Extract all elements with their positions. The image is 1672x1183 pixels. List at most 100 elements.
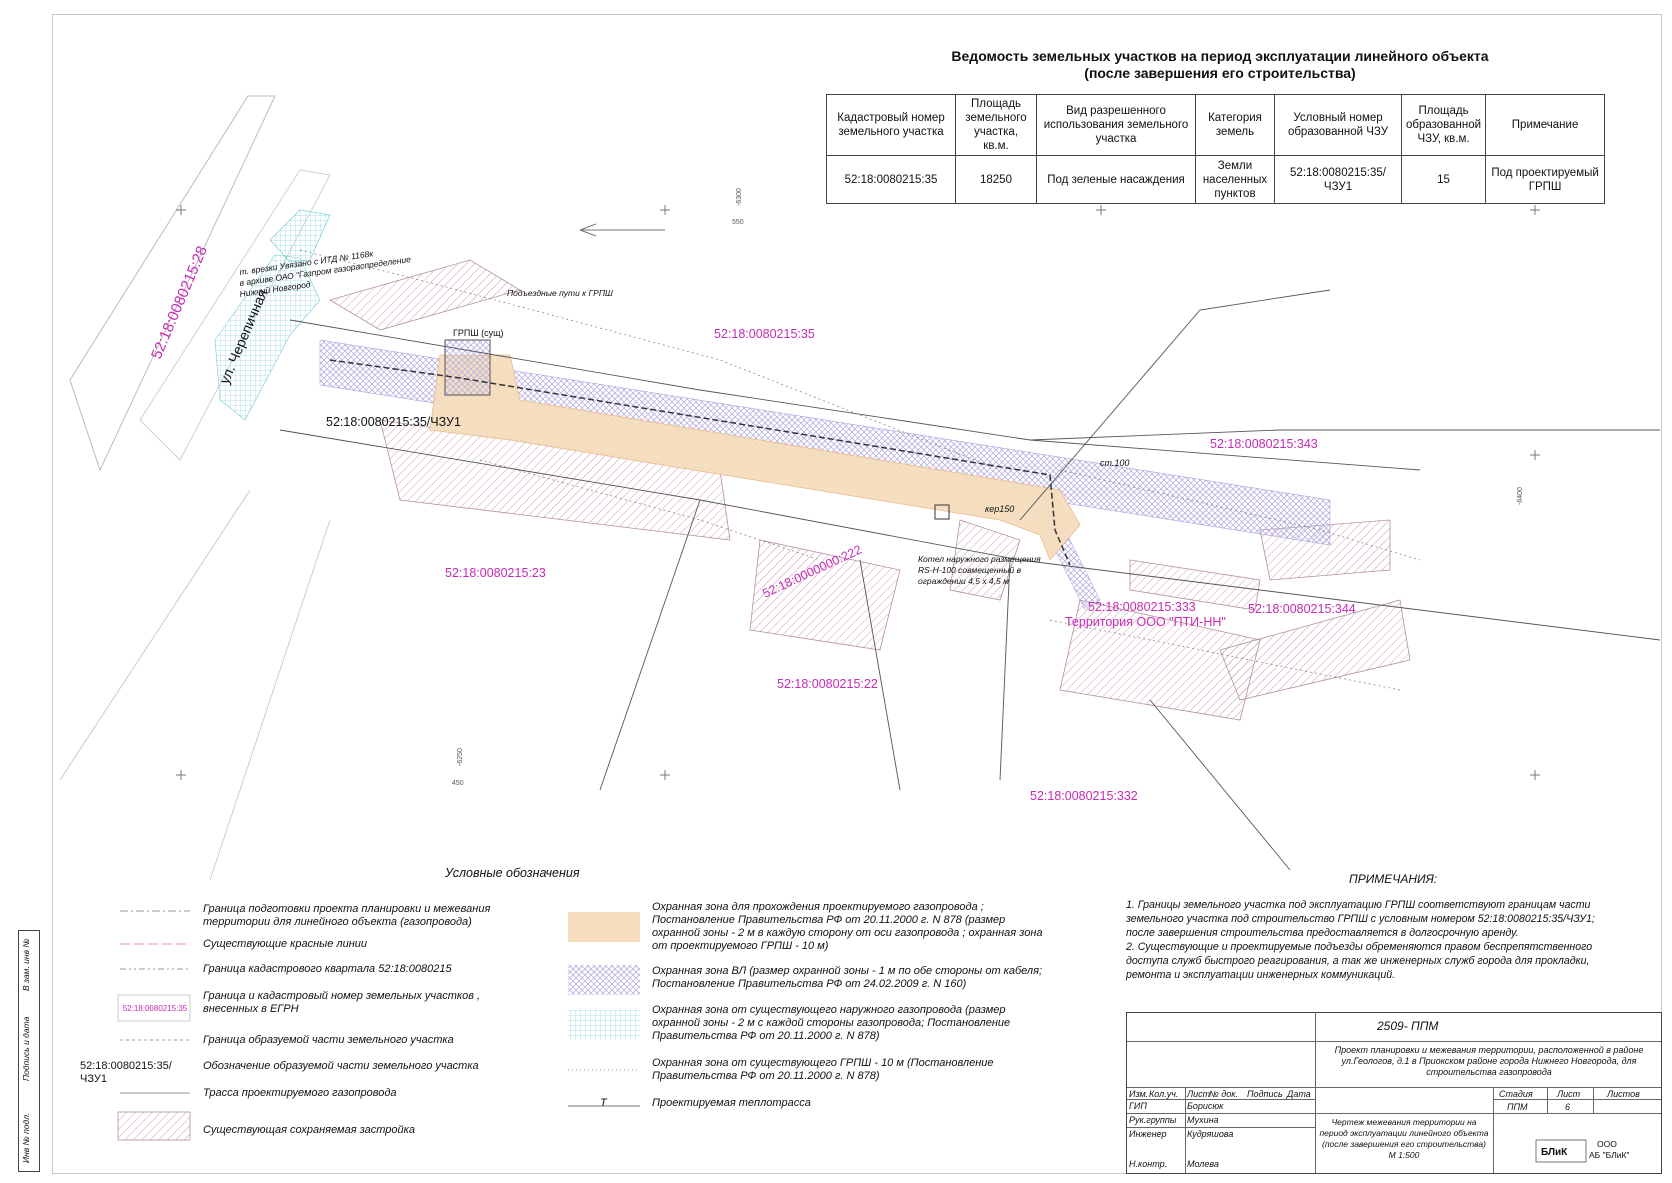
label-parcel-22: 52:18:0080215:22 (777, 677, 878, 691)
boiler-symbol (934, 504, 950, 520)
statement-title: Ведомость земельных участков на период э… (780, 48, 1660, 82)
label-chzu: 52:18:0080215:35/ЧЗУ1 (326, 415, 461, 429)
stamp-h-izm: Изм. (1129, 1089, 1149, 1099)
existing-buildings (329, 259, 1411, 721)
label-kerp: кер150 (985, 504, 1014, 514)
road-corridor (59, 95, 331, 881)
notes-heading: ПРИМЕЧАНИЯ: (1349, 872, 1438, 886)
projected-pipeline-zone (429, 354, 1081, 561)
title-line-2: (после завершения его строительства) (1084, 65, 1356, 81)
legend-item: Граница подготовки проекта планировки и … (203, 903, 491, 928)
label-parcel-23: 52:18:0080215:23 (445, 566, 546, 580)
existing-gas-zone (214, 209, 331, 421)
table-row: 52:18:0080215:35 18250 Под зеленые насаж… (826, 155, 1606, 204)
stamp-org-1: ООО (1597, 1139, 1617, 1149)
table-cell: 15 (1400, 155, 1487, 204)
legend-item: Граница кадастрового квартала 52:18:0080… (203, 963, 452, 975)
label-parcel-28: 52:18:0080215:28 (148, 244, 211, 362)
side-stamp: Инв № подл. Подпись и дата В зам. инв № (18, 930, 40, 1172)
table-cell: Под зеленые насаждения (1036, 155, 1196, 204)
table-header: Кадастровый номер земельного участка (826, 94, 956, 156)
grid-label-x2: -6400 (1517, 487, 1524, 505)
company-logo (1535, 1139, 1587, 1163)
label-parcel-35: 52:18:0080215:35 (714, 327, 815, 341)
notes-body: 1. Границы земельного участка под эксплу… (1126, 898, 1618, 982)
stamp-sheet-number: 6 (1565, 1102, 1571, 1112)
legend-zone: Охранная зона для прохождения проектируе… (652, 901, 1043, 952)
legend-heading: Условные обозначения (445, 866, 580, 880)
legend-item: Существующая сохраняемая застройка (203, 1124, 415, 1136)
table-cell: Под проектируемый ГРПШ (1485, 155, 1606, 204)
label-st100: ст.100 (1100, 458, 1129, 468)
stamp-role: ГИП (1129, 1101, 1147, 1111)
table-header: Примечание (1485, 94, 1606, 156)
label-boiler-1: Котел наружного размещения (918, 554, 1041, 564)
title-line-1: Ведомость земельных участков на период э… (951, 48, 1489, 64)
stamp-h-sign: Подпись (1247, 1089, 1283, 1099)
survey-marks (176, 205, 1540, 780)
grid-label-y1: 550 (732, 219, 744, 226)
table-header: Категория земель (1195, 94, 1275, 156)
grid-label-y2: 450 (452, 780, 464, 787)
label-boiler-3: ограждении 4,5 х 4,5 м (918, 576, 1009, 586)
legend-swatches (117, 910, 640, 1141)
legend-item: Граница образуемой части земельного учас… (203, 1034, 454, 1046)
stamp-org-logo: БЛиК (1541, 1147, 1568, 1158)
legend-zone: Проектируемая теплотрасса (652, 1097, 811, 1109)
label-parcel-332: 52:18:0080215:332 (1030, 789, 1138, 803)
parcel-boundaries (279, 289, 1661, 871)
stamp-role: Н.контр. (1129, 1159, 1168, 1169)
stamp-role: Инженер (1129, 1129, 1167, 1139)
label-boiler-2: RS-H-100 совмещенный в (918, 565, 1022, 575)
projected-pipeline-route (329, 359, 1071, 566)
label-parcel-343: 52:18:0080215:343 (1210, 437, 1318, 451)
grid-label-x3: -6250 (457, 748, 464, 766)
stamp-listov-header: Листов (1607, 1089, 1640, 1099)
legend-zone: Охранная зона от существующего ГРПШ - 10… (652, 1057, 994, 1082)
legend-swatch-chzu: 52:18:0080215:35/ЧЗУ1 (80, 1060, 172, 1085)
stamp-person: Борисюк (1187, 1101, 1224, 1111)
note-2: 2. Существующие и проектируемые подъезды… (1126, 941, 1593, 981)
legend-item: Трасса проектируемого газопровода (203, 1087, 397, 1099)
stamp-role: Рук.группы (1129, 1115, 1177, 1125)
legend-item: Граница и кадастровый номер земельных уч… (203, 990, 481, 1015)
stamp-code: 2509- ППМ (1377, 1019, 1439, 1033)
side-stamp-field: Инв № подл. (21, 1112, 31, 1163)
stamp-h-date: Дата (1287, 1089, 1311, 1099)
stamp-drawing-name: Чертеж межевания территории на период эк… (1319, 1117, 1489, 1160)
existing-grpsh-block (444, 339, 491, 396)
stamp-stadia: ППМ (1507, 1102, 1528, 1112)
table-header-row: Кадастровый номер земельного участка Пло… (826, 94, 1606, 156)
stamp-org-2: АБ "БЛиК" (1589, 1150, 1630, 1160)
table-header: Площадь образованной ЧЗУ, кв.м. (1400, 94, 1487, 156)
map-labels: 52:18:0080215:28 ул. Черепичная 52:18:00… (148, 188, 1524, 803)
label-territory: Территория ООО "ПТИ-НН" (1065, 615, 1226, 629)
stamp-h-koluch: Кол.уч. (1149, 1089, 1179, 1099)
stamp-person: Мухина (1187, 1115, 1219, 1125)
legend-swatch-cad: 52:18:0080215:35 (122, 1004, 188, 1013)
table-header: Условный номер образованной ЧЗУ (1274, 94, 1402, 156)
grid-label-x1: -6300 (736, 188, 743, 206)
legend-item: Обозначение образуемой части земельного … (203, 1060, 479, 1072)
label-parcel-344: 52:18:0080215:344 (1248, 602, 1356, 616)
stamp-h-doc: № док. (1209, 1089, 1238, 1099)
table-cell: 52:18:0080215:35 (826, 155, 956, 204)
stamp-person: Кудряшова (1187, 1129, 1234, 1139)
side-stamp-field: Подпись и дата (21, 1016, 31, 1081)
stamp-h-list: Лист (1187, 1089, 1211, 1099)
utility-lines (299, 249, 1421, 691)
table-cell: 18250 (955, 155, 1037, 204)
legend-item: Существующие красные линии (203, 938, 368, 950)
land-plots-table: Кадастровый номер земельного участка Пло… (826, 94, 1606, 204)
title-block: 2509- ППМ Проект планировки и межевания … (1126, 1012, 1662, 1174)
stamp-list-header: Лист (1557, 1089, 1581, 1099)
side-stamp-field: В зам. инв № (21, 938, 31, 991)
legend-zone: Охранная зона ВЛ (размер охранной зоны -… (652, 965, 1043, 990)
table-cell: 52:18:0080215:35/ЧЗУ1 (1274, 155, 1402, 204)
stamp-project: Проект планировки и межевания территории… (1334, 1045, 1644, 1077)
stamp-person: Молева (1187, 1159, 1219, 1169)
direction-arrow-icon (579, 223, 665, 237)
note-1: 1. Границы земельного участка под эксплу… (1126, 899, 1595, 939)
